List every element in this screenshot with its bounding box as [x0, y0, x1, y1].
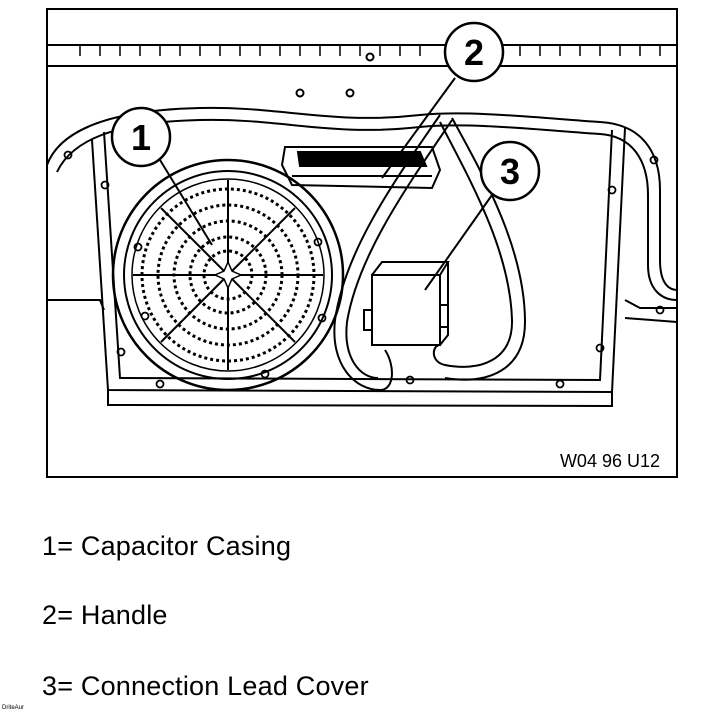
technical-diagram: 1 2 3 W04 96 U12 — [46, 8, 678, 478]
callout-1: 1 — [110, 106, 213, 246]
callout-3: 3 — [424, 140, 541, 291]
legend-item-handle: 2= Handle — [42, 600, 168, 630]
top-rail — [47, 44, 677, 98]
legend-item-capacitor-casing: 1= Capacitor Casing — [42, 531, 292, 561]
legend-item-connection-lead-cover: 3= Connection Lead Cover — [42, 671, 369, 701]
callout-1-label: 1 — [131, 117, 151, 158]
callout-3-label: 3 — [500, 151, 520, 192]
callout-2: 2 — [381, 21, 505, 179]
reference-code: W04 96 U12 — [560, 451, 660, 471]
capacitor-casing — [111, 158, 345, 392]
callout-2-label: 2 — [464, 32, 484, 73]
panel-screws — [63, 150, 665, 389]
diagram-frame — [46, 8, 678, 478]
corner-mark: DriteAur — [2, 705, 25, 711]
cables — [333, 114, 527, 392]
